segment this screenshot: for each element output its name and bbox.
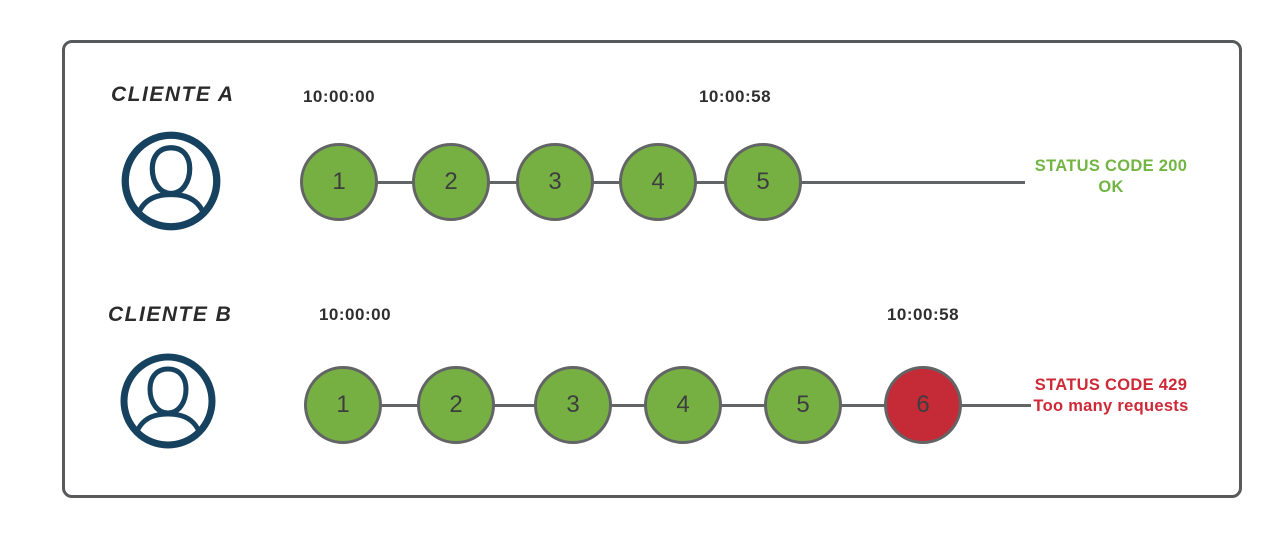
user-in-circle-icon [119, 129, 223, 238]
client-a-start-time: 10:00:00 [302, 87, 376, 106]
client-b-status: STATUS CODE 429 Too many requests [1033, 375, 1188, 417]
user-in-circle-icon [118, 351, 218, 456]
request-number: 2 [444, 168, 458, 195]
request-circle: 5 [724, 143, 802, 221]
request-circle: 1 [300, 143, 378, 221]
status-message-line: OK [1098, 178, 1124, 197]
request-number: 2 [449, 391, 463, 418]
request-number: 1 [332, 168, 346, 195]
request-circle: 2 [412, 143, 490, 221]
request-circle: 1 [304, 366, 382, 444]
status-code-line: STATUS CODE 200 [1034, 157, 1188, 175]
client-b-end-time: 10:00:58 [886, 305, 960, 324]
rate-limit-frame: CLIENTE A 10:00:00 10:00:58 1 2 3 4 [62, 40, 1242, 498]
request-circle: 4 [644, 366, 722, 444]
request-number: 3 [566, 391, 580, 418]
request-circle: 5 [764, 366, 842, 444]
request-number: 4 [676, 391, 690, 418]
client-b-label: CLIENTE B [108, 303, 233, 326]
request-circle: 4 [619, 143, 697, 221]
status-code-line: STATUS CODE 429 [1034, 376, 1188, 394]
request-circle: 3 [516, 143, 594, 221]
client-a-status: STATUS CODE 200 OK [1035, 156, 1187, 198]
request-number: 4 [651, 168, 665, 195]
client-a-label: CLIENTE A [111, 83, 235, 106]
status-message-line: Too many requests [1033, 397, 1189, 416]
request-number: 5 [796, 391, 810, 418]
request-circle: 2 [417, 366, 495, 444]
request-number: 3 [548, 168, 562, 195]
request-circle: 6 [884, 366, 962, 444]
request-number: 6 [916, 391, 930, 418]
request-number: 1 [336, 391, 350, 418]
client-a-end-time: 10:00:58 [698, 87, 772, 106]
request-number: 5 [756, 168, 770, 195]
request-circle: 3 [534, 366, 612, 444]
client-b-start-time: 10:00:00 [318, 305, 392, 324]
